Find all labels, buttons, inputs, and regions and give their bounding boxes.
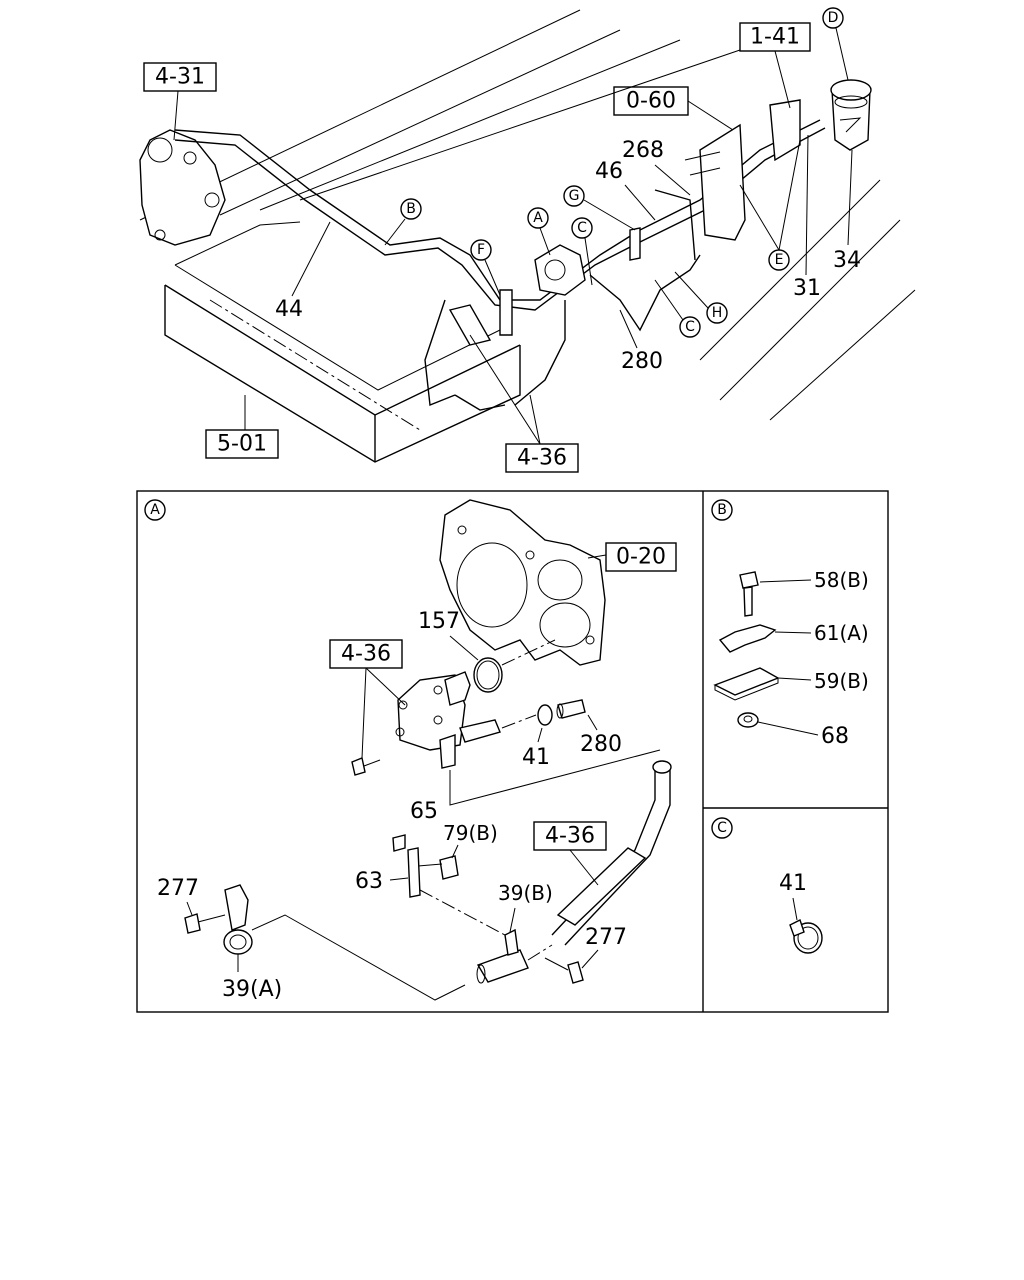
svg-text:59(B): 59(B) — [814, 669, 869, 693]
callout-d: D — [822, 7, 849, 81]
svg-text:39(A): 39(A) — [222, 977, 282, 1002]
svg-text:B: B — [717, 502, 727, 518]
detail-frame — [136, 490, 889, 1013]
callout-a: A — [527, 207, 551, 256]
part-61a: 61(A) — [718, 621, 869, 653]
part-280-top: 280 — [619, 309, 663, 374]
ref-box-4-36-a2: 4-36 — [533, 821, 607, 886]
svg-text:B: B — [406, 201, 416, 217]
part-41-c: 41 — [779, 871, 823, 954]
ref-box-0-60: 0-60 — [613, 86, 734, 131]
svg-text:79(B): 79(B) — [443, 821, 498, 845]
svg-text:F: F — [477, 242, 485, 258]
part-63: 63 — [355, 847, 506, 936]
svg-text:1-41: 1-41 — [750, 25, 800, 50]
chassis-overview — [139, 9, 916, 463]
part-34: 34 — [833, 149, 861, 273]
svg-text:A: A — [533, 210, 543, 226]
part-59b: 59(B) — [713, 667, 869, 701]
part-31: 31 — [793, 134, 821, 301]
ref-box-4-31: 4-31 — [143, 62, 217, 141]
callout-g: G — [563, 185, 636, 231]
svg-text:C: C — [717, 820, 727, 836]
callout-c-upper: C — [571, 217, 593, 286]
svg-text:277: 277 — [157, 876, 199, 901]
part-44: 44 — [275, 221, 331, 322]
ref-box-1-41: 1-41 — [739, 22, 811, 109]
pipe-assembly — [551, 760, 672, 946]
svg-text:C: C — [577, 220, 587, 236]
svg-text:4-36: 4-36 — [341, 642, 391, 667]
callout-b: B — [384, 198, 422, 246]
svg-text:H: H — [712, 305, 723, 321]
part-39a: 39(A) — [222, 884, 466, 1002]
part-268: 268 — [622, 138, 691, 196]
svg-text:58(B): 58(B) — [814, 568, 869, 592]
detail-a: A 0-20 157 — [144, 499, 677, 1002]
section-label-c: C — [711, 817, 733, 839]
part-39b: 39(B) — [476, 881, 553, 984]
svg-text:4-36: 4-36 — [545, 824, 595, 849]
ref-box-4-36-top: 4-36 — [469, 334, 579, 473]
svg-text:61(A): 61(A) — [814, 621, 869, 645]
part-58b: 58(B) — [739, 568, 869, 617]
svg-text:D: D — [828, 10, 839, 26]
part-277-left: 277 — [157, 876, 226, 934]
svg-text:E: E — [775, 252, 784, 268]
svg-text:65: 65 — [410, 799, 438, 824]
pump-assembly — [395, 671, 501, 769]
svg-text:277: 277 — [585, 925, 627, 950]
gasket-plate — [439, 499, 606, 666]
svg-text:4-31: 4-31 — [155, 65, 205, 90]
section-label-a: A — [144, 499, 166, 521]
part-46: 46 — [595, 159, 656, 221]
callout-h: H — [674, 271, 728, 324]
svg-text:41: 41 — [779, 871, 807, 896]
svg-text:44: 44 — [275, 297, 303, 322]
callout-c-lower: C — [654, 279, 701, 338]
part-280-a: 280 — [556, 699, 622, 757]
svg-text:0-20: 0-20 — [616, 545, 666, 570]
svg-text:280: 280 — [580, 732, 622, 757]
svg-text:0-60: 0-60 — [626, 89, 676, 114]
svg-text:A: A — [150, 502, 160, 518]
section-label-b: B — [711, 499, 733, 521]
svg-text:4-36: 4-36 — [517, 446, 567, 471]
svg-text:31: 31 — [793, 276, 821, 301]
svg-text:63: 63 — [355, 869, 383, 894]
detail-b: B 58(B) 61(A) 59(B) 68 — [711, 499, 869, 749]
svg-text:46: 46 — [595, 159, 623, 184]
part-157: 157 — [418, 609, 556, 693]
callout-f: F — [470, 239, 501, 296]
callout-e: E — [739, 139, 801, 271]
part-79b: 79(B) — [392, 821, 498, 880]
part-277-right: 277 — [544, 925, 627, 984]
svg-text:280: 280 — [621, 349, 663, 374]
svg-text:157: 157 — [418, 609, 460, 634]
svg-text:41: 41 — [522, 745, 550, 770]
ref-box-4-36-a: 4-36 — [329, 639, 406, 759]
ref-box-0-20: 0-20 — [587, 542, 677, 572]
svg-text:34: 34 — [833, 248, 861, 273]
ref-box-5-01: 5-01 — [205, 395, 279, 459]
svg-text:39(B): 39(B) — [498, 881, 553, 905]
svg-text:G: G — [569, 188, 580, 204]
svg-text:C: C — [685, 319, 695, 335]
svg-text:68: 68 — [821, 724, 849, 749]
part-65: 65 — [410, 749, 661, 824]
part-41-a: 41 — [522, 704, 553, 770]
bolt-pump — [351, 757, 381, 776]
detail-c: C 41 — [711, 817, 823, 954]
svg-text:268: 268 — [622, 138, 664, 163]
part-68: 68 — [737, 712, 849, 749]
svg-text:5-01: 5-01 — [217, 432, 267, 457]
